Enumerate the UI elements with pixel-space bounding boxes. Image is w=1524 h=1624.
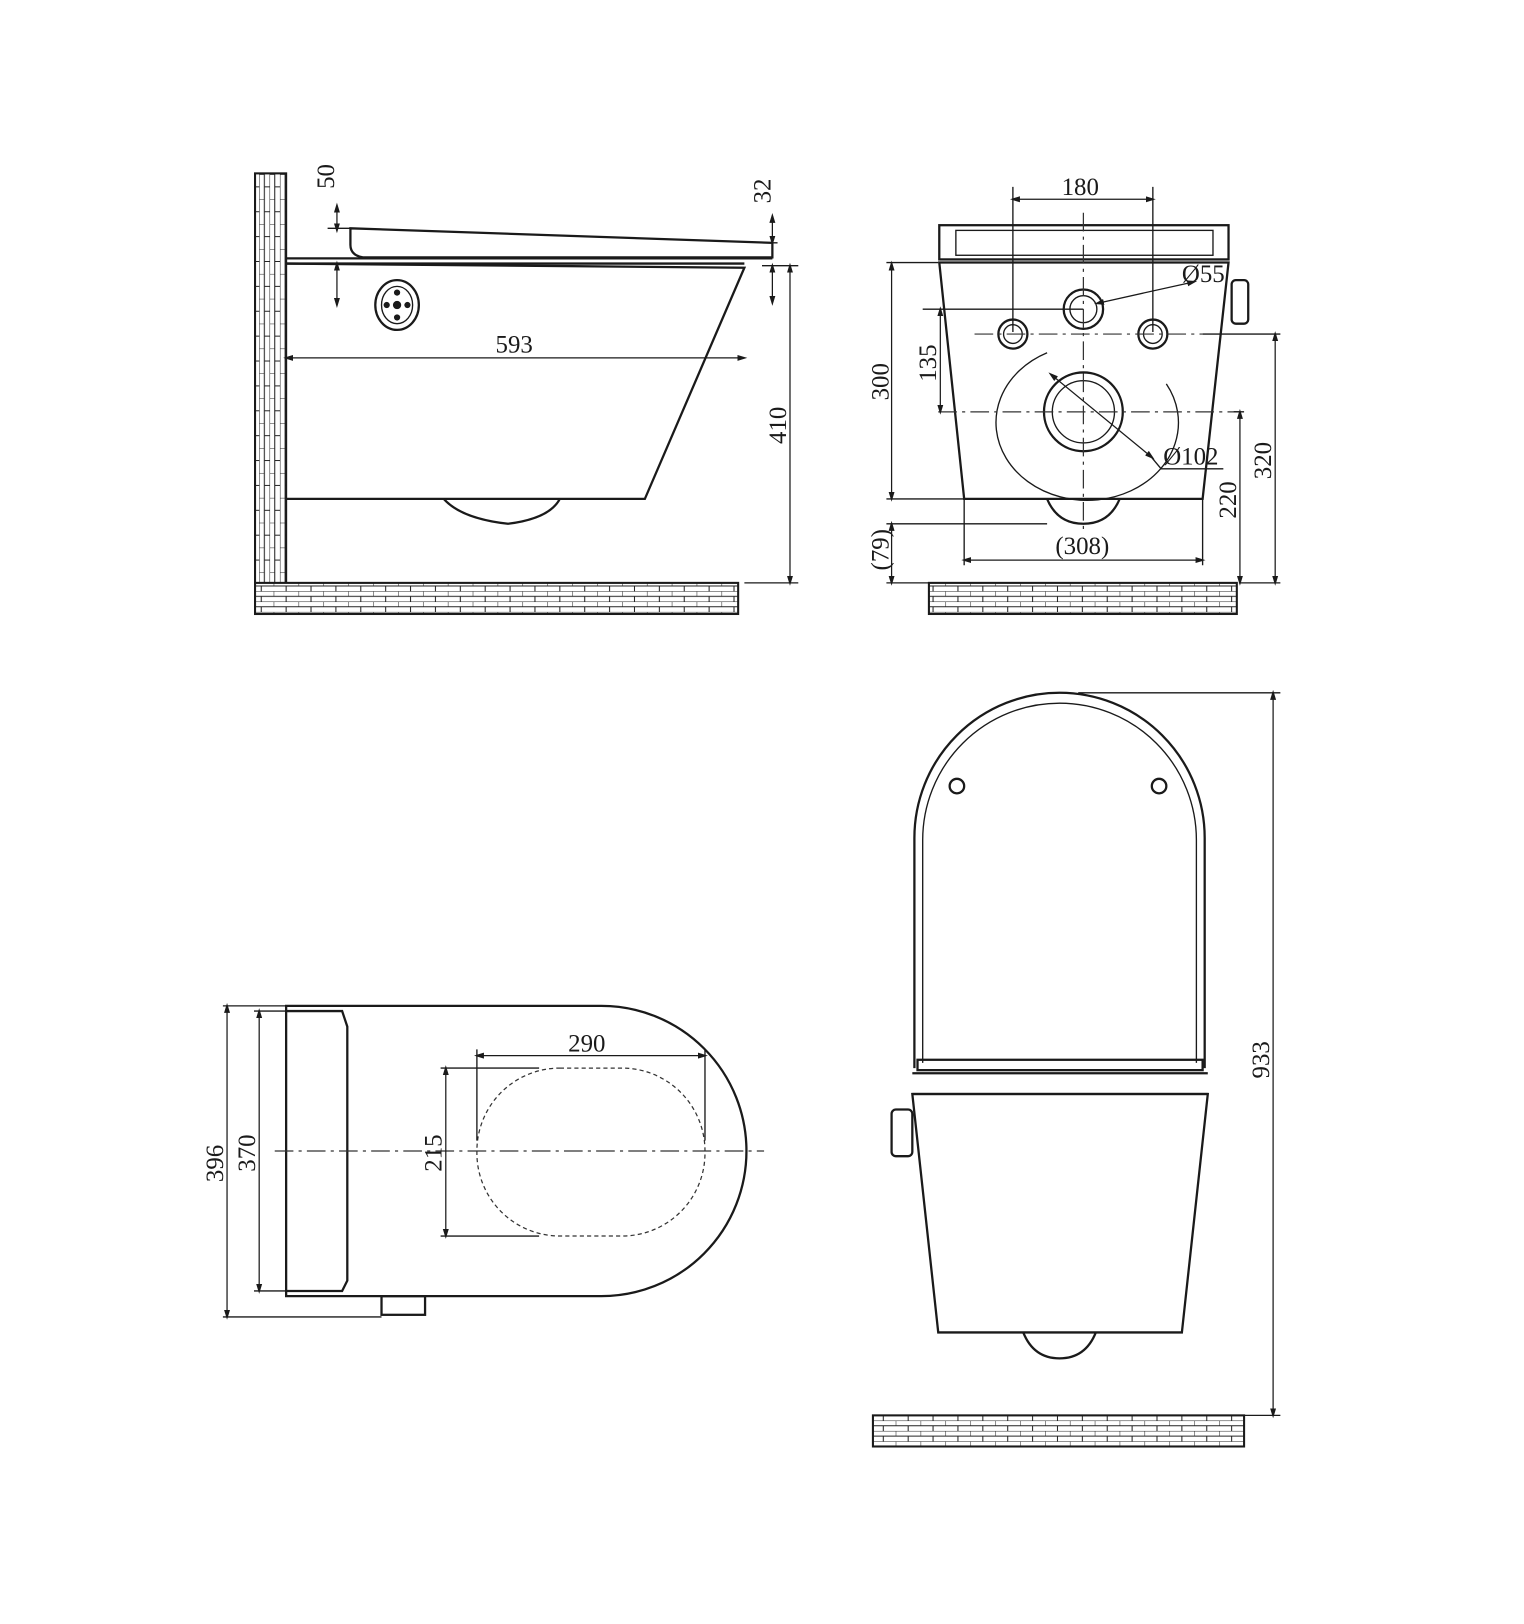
floor [871, 1414, 1246, 1448]
dim-32: 32 [749, 179, 776, 204]
dim-220: 220 [1215, 481, 1242, 518]
side-connector [380, 1295, 427, 1316]
side-view: 50 32 593 410 [254, 164, 799, 616]
dim-410: 410 [765, 407, 792, 444]
dim-308: (308) [1055, 533, 1109, 560]
dim-370: 370 [234, 1134, 261, 1171]
back-view: 180 Ø55 Ø102 300 135 (79) (308) 220 320 [867, 174, 1281, 616]
seat-ring [916, 1058, 1204, 1072]
outlet-bump [1022, 1332, 1097, 1360]
open-lid [913, 691, 1206, 1069]
side-connector [1230, 279, 1250, 325]
hinge-hole [948, 777, 966, 795]
front-view: 933 [871, 689, 1281, 1448]
dim-215: 215 [421, 1134, 448, 1171]
dim-300: 300 [867, 363, 894, 400]
control-button-icon [374, 279, 420, 332]
dim-320: 320 [1250, 442, 1277, 479]
seat-ring [995, 352, 1180, 501]
seat-opening [476, 1067, 706, 1237]
dim-50: 50 [313, 164, 340, 189]
seat-lid [349, 227, 774, 259]
dim-290: 290 [568, 1030, 605, 1057]
outlet-bump [442, 498, 561, 525]
floor [927, 581, 1238, 616]
dim-180: 180 [1062, 174, 1099, 201]
side-connector [890, 1108, 914, 1158]
outlet-bump [1046, 498, 1121, 525]
dim-d102: Ø102 [1163, 444, 1218, 471]
dim-593: 593 [496, 332, 533, 359]
hinge-hole [1150, 777, 1168, 795]
dim-79: (79) [867, 529, 894, 570]
top-view: 290 215 396 370 [202, 1002, 765, 1320]
floor [254, 581, 740, 616]
bowl-body [286, 262, 747, 501]
dim-135: 135 [915, 344, 942, 381]
dim-d55: Ø55 [1182, 261, 1225, 288]
bowl-outline [284, 1004, 748, 1298]
wall [254, 172, 288, 616]
tank-cover [286, 1009, 349, 1293]
dim-933: 933 [1248, 1041, 1275, 1078]
dim-396: 396 [202, 1145, 229, 1182]
bowl-body [911, 1092, 1210, 1334]
seat-base [286, 257, 773, 265]
